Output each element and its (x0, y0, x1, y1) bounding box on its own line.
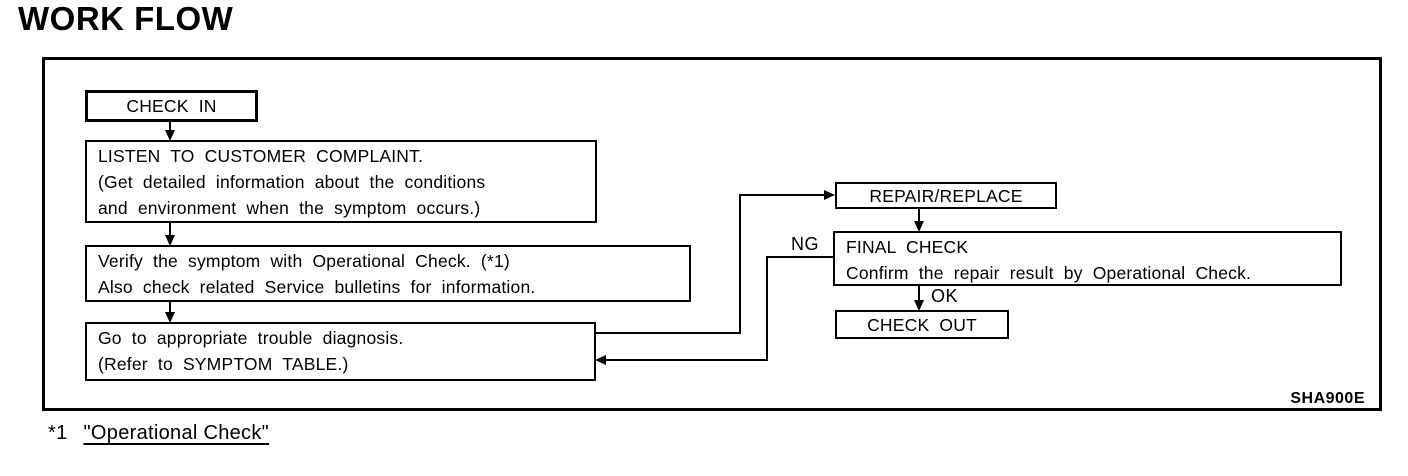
footnote-marker: *1 (48, 422, 68, 444)
flow-box-listen-line-3: and environment when the symptom occurs.… (98, 198, 481, 218)
arrowhead-final-to-checkout (914, 300, 924, 311)
figure-code: SHA900E (1290, 390, 1365, 407)
ok-branch-label: OK (931, 286, 959, 306)
ng-branch-label: NG (791, 234, 819, 254)
flow-box-final-check: FINAL CHECK Confirm the repair result by… (833, 231, 1342, 286)
page-title: WORK FLOW (18, 0, 234, 37)
arrowhead-verify-to-diagnosis (165, 312, 175, 323)
flow-box-repair-replace: REPAIR/REPLACE (835, 182, 1057, 209)
flow-box-diagnosis-line-1: Go to appropriate trouble diagnosis. (98, 328, 404, 348)
flow-box-checkout-label: CHECK OUT (867, 314, 977, 335)
flow-box-final-line-1: FINAL CHECK (846, 237, 969, 257)
flow-box-listen-line-1: LISTEN TO CUSTOMER COMPLAINT. (98, 146, 424, 166)
flow-box-check-out: CHECK OUT (835, 310, 1009, 339)
connector-diagnosis-to-repair (596, 194, 824, 334)
flow-box-listen-to-complaint: LISTEN TO CUSTOMER COMPLAINT. (Get detai… (85, 140, 597, 223)
operational-check-link[interactable]: "Operational Check" (83, 422, 270, 444)
arrowhead-ng-final-to-diagnosis (595, 355, 606, 365)
flow-box-repair-label: REPAIR/REPLACE (869, 185, 1023, 206)
flow-box-diagnosis-line-2: (Refer to SYMPTOM TABLE.) (98, 354, 349, 374)
arrowhead-listen-to-verify (165, 235, 175, 246)
arrowhead-diagnosis-to-repair (824, 190, 835, 200)
flow-box-verify-symptom: Verify the symptom with Operational Chec… (85, 245, 691, 302)
arrowhead-checkin-to-listen (165, 130, 175, 141)
footnote: *1 "Operational Check" (48, 422, 269, 445)
flow-box-trouble-diagnosis: Go to appropriate trouble diagnosis. (Re… (85, 322, 596, 381)
flow-box-verify-line-2: Also check related Service bulletins for… (98, 277, 536, 297)
flow-box-check-in: CHECK IN (85, 90, 258, 122)
flow-box-verify-line-1: Verify the symptom with Operational Chec… (98, 251, 510, 271)
flow-box-final-line-2: Confirm the repair result by Operational… (846, 263, 1252, 283)
connector-ng-final-to-diagnosis (606, 256, 833, 361)
flow-box-check-in-label: CHECK IN (126, 96, 217, 116)
flow-box-listen-line-2: (Get detailed information about the cond… (98, 172, 486, 192)
diagram-border (42, 57, 1382, 411)
arrowhead-repair-to-final (914, 221, 924, 232)
